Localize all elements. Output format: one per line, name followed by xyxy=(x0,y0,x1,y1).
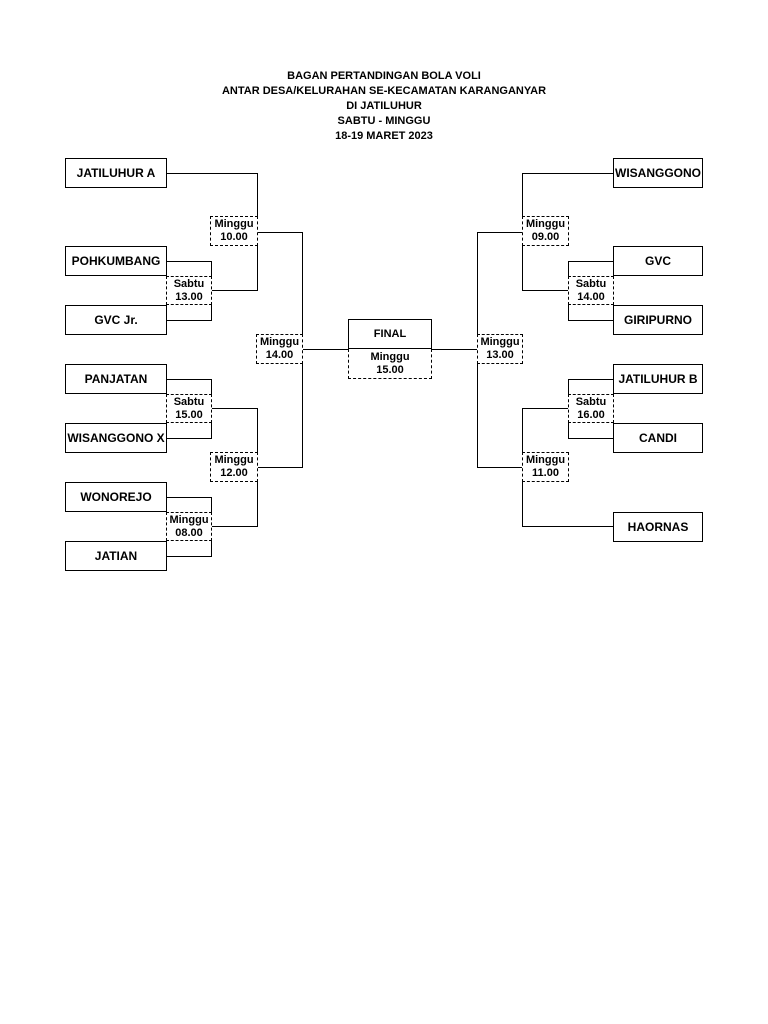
match-schedule: Minggu 10.00 xyxy=(210,216,258,246)
connector xyxy=(568,379,614,380)
team-box: WISANGGONO X xyxy=(65,423,167,453)
match-day: Minggu xyxy=(480,336,520,348)
connector xyxy=(302,349,348,350)
team-box: JATILUHUR B xyxy=(613,364,703,394)
connector xyxy=(166,320,212,321)
match-time: 08.00 xyxy=(175,526,203,539)
match-time: 09.00 xyxy=(531,231,560,243)
match-schedule: Minggu 14.00 xyxy=(256,334,303,364)
match-time: 13.00 xyxy=(486,349,514,361)
match-day: Minggu xyxy=(525,454,566,466)
connector xyxy=(166,556,212,557)
match-schedule: Minggu 12.00 xyxy=(210,452,258,482)
match-day: Minggu xyxy=(370,350,410,363)
match-schedule: Sabtu 15.00 xyxy=(166,394,212,423)
match-schedule: Minggu 09.00 xyxy=(522,216,569,246)
match-day: Sabtu xyxy=(173,277,205,290)
match-time: 11.00 xyxy=(532,467,559,479)
team-box: CANDI xyxy=(613,423,703,453)
connector xyxy=(568,261,614,262)
match-day: Minggu xyxy=(169,513,209,526)
team-box: JATILUHUR A xyxy=(65,158,167,188)
final-schedule: Minggu 15.00 xyxy=(348,349,432,379)
match-time: 13.00 xyxy=(175,290,203,303)
match-day: Minggu xyxy=(214,218,254,230)
connector xyxy=(522,526,614,527)
match-day: Minggu xyxy=(525,218,566,230)
team-box: GVC Jr. xyxy=(65,305,167,335)
connector xyxy=(211,408,258,409)
connector xyxy=(166,497,212,498)
match-schedule: Minggu 11.00 xyxy=(522,452,569,482)
connector xyxy=(522,290,569,291)
match-schedule: Sabtu 13.00 xyxy=(166,276,212,305)
match-schedule: Sabtu 14.00 xyxy=(568,276,614,305)
team-box: POHKUMBANG xyxy=(65,246,167,276)
title-line-4: SABTU - MINGGU xyxy=(337,115,431,127)
match-day: Sabtu xyxy=(575,395,607,408)
team-box: GIRIPURNO xyxy=(613,305,703,335)
match-time: 15.00 xyxy=(376,363,404,376)
bracket-title: BAGAN PERTANDINGAN BOLA VOLI ANTAR DESA/… xyxy=(0,69,768,144)
connector xyxy=(522,408,569,409)
match-day: Minggu xyxy=(214,454,254,466)
match-time: 14.00 xyxy=(265,349,294,361)
connector xyxy=(522,173,614,174)
match-time: 10.00 xyxy=(220,231,248,243)
connector xyxy=(568,438,614,439)
connector xyxy=(211,290,258,291)
team-box: WONOREJO xyxy=(65,482,167,512)
connector xyxy=(166,438,212,439)
title-line-3: DI JATILUHUR xyxy=(346,100,422,112)
team-box: PANJATAN xyxy=(65,364,167,394)
match-day: Minggu xyxy=(259,336,300,348)
team-box: JATIAN xyxy=(65,541,167,571)
team-box: HAORNAS xyxy=(613,512,703,542)
connector xyxy=(477,232,523,233)
title-line-1: BAGAN PERTANDINGAN BOLA VOLI xyxy=(287,70,481,82)
connector xyxy=(477,467,523,468)
title-line-5: 18-19 MARET 2023 xyxy=(335,130,433,142)
connector xyxy=(568,320,614,321)
match-time: 14.00 xyxy=(577,290,605,303)
connector xyxy=(257,232,303,233)
connector xyxy=(432,349,478,350)
team-box: WISANGGONO xyxy=(613,158,703,188)
match-day: Sabtu xyxy=(575,277,607,290)
connector xyxy=(166,379,212,380)
connector xyxy=(166,261,212,262)
match-day: Sabtu xyxy=(173,395,205,408)
connector xyxy=(257,467,303,468)
title-line-2: ANTAR DESA/KELURAHAN SE-KECAMATAN KARANG… xyxy=(221,85,547,97)
connector xyxy=(166,173,258,174)
match-time: 15.00 xyxy=(175,408,203,421)
connector xyxy=(211,526,258,527)
match-schedule: Sabtu 16.00 xyxy=(568,394,614,423)
team-box: GVC xyxy=(613,246,703,276)
match-time: 16.00 xyxy=(577,408,605,421)
match-schedule: Minggu 08.00 xyxy=(166,512,212,541)
match-schedule: Minggu 13.00 xyxy=(477,334,523,364)
final-label: FINAL xyxy=(348,319,432,349)
final-match: FINAL Minggu 15.00 xyxy=(348,319,432,379)
match-time: 12.00 xyxy=(220,467,248,479)
